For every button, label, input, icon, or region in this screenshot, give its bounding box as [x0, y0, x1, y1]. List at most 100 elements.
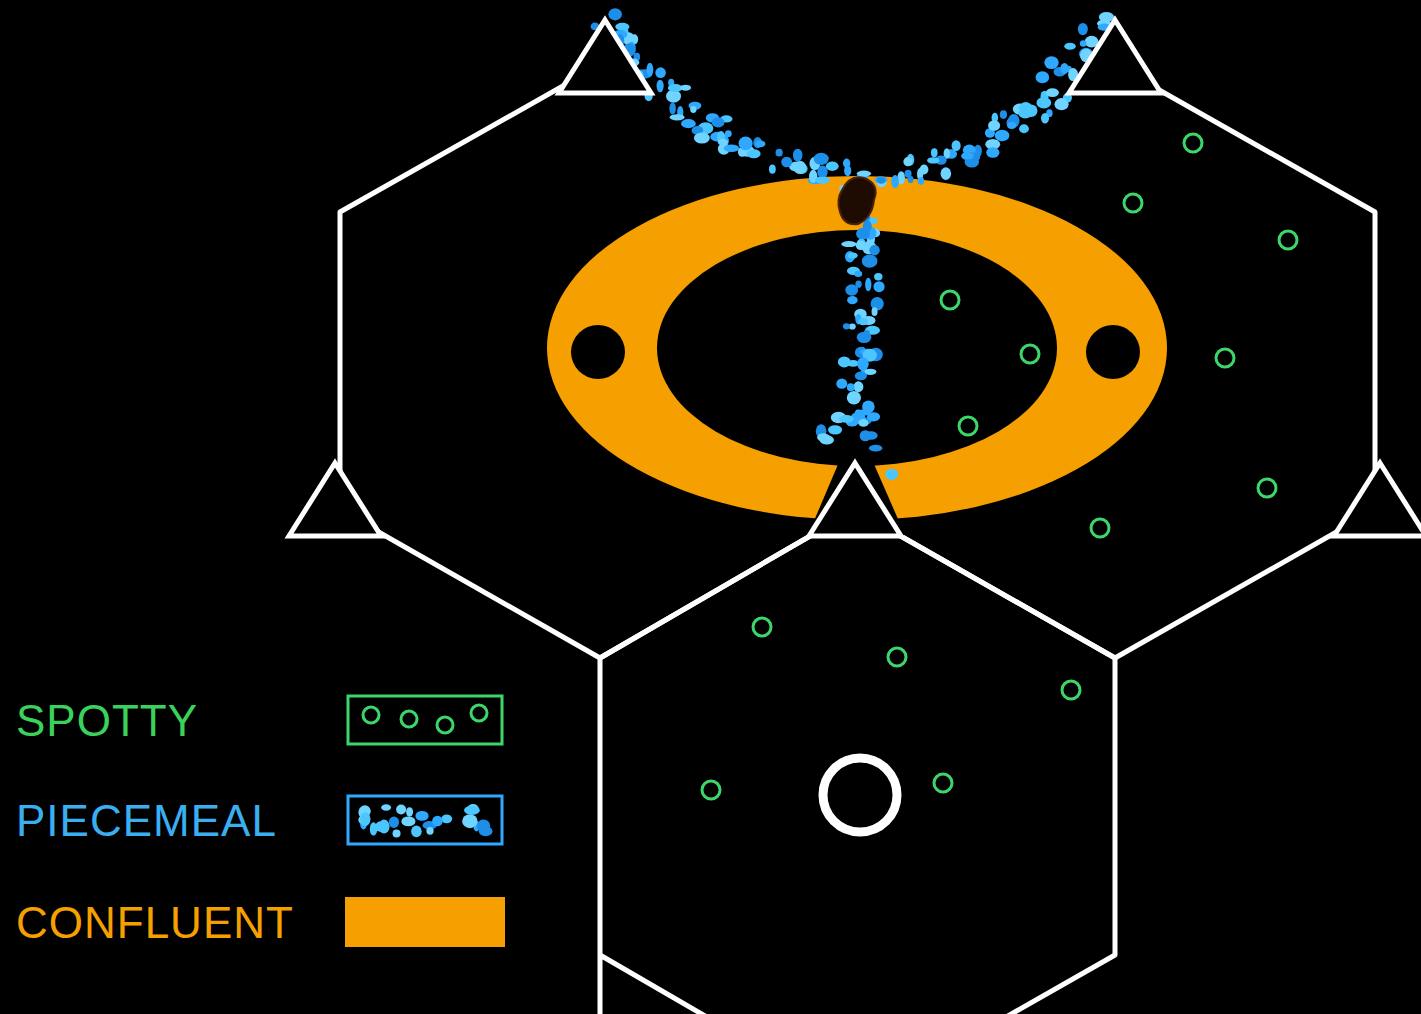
piecemeal-dot [739, 137, 753, 151]
portal-triangle [1334, 463, 1421, 536]
legend-sample [345, 693, 505, 747]
spotty-focus [1279, 231, 1297, 249]
piecemeal-dot [724, 145, 739, 153]
central-vein [823, 758, 897, 832]
piecemeal-dot [769, 165, 776, 174]
piecemeal-dot [670, 114, 685, 120]
piecemeal-dot [847, 391, 861, 405]
lobule-outlines [340, 65, 1375, 1014]
legend-swatch [345, 895, 505, 949]
legend-label: SPOTTY [16, 695, 198, 747]
spotty-focus [1216, 349, 1234, 367]
lobule-border [340, 65, 855, 658]
piecemeal-dot [869, 445, 882, 452]
spotty-focus [959, 417, 977, 435]
legend-label: PIECEMEAL [16, 795, 277, 847]
piecemeal-dot [844, 165, 851, 176]
piecemeal-dot [820, 435, 834, 444]
spotty-focus [702, 781, 720, 799]
piecemeal-dot [855, 371, 867, 380]
piecemeal-dot [793, 149, 802, 162]
piecemeal-dot [1046, 88, 1059, 97]
legend-entry: CONFLUENT [0, 895, 520, 951]
piecemeal-dot [988, 120, 1000, 131]
piecemeal-dot [858, 419, 868, 427]
sample-dot [464, 806, 480, 815]
sample-dot [477, 820, 490, 833]
piecemeal-dot [891, 175, 899, 188]
sample-dot [396, 804, 406, 814]
sample-dot [401, 816, 415, 826]
sample-focus [471, 705, 487, 721]
spotty-focus [1062, 681, 1080, 699]
piecemeal-dot [841, 241, 856, 247]
piecemeal-dot [1041, 113, 1049, 123]
sample-dot [415, 811, 428, 821]
piecemeal-dot [1064, 43, 1076, 50]
piecemeal-dot [781, 157, 792, 168]
piecemeal-dot [828, 425, 842, 434]
portal-triangle [1069, 20, 1161, 93]
spotty-focus [1258, 479, 1276, 497]
piecemeal-dot [694, 132, 710, 143]
piecemeal-dot [875, 176, 888, 183]
piecemeal-necrosis-dots [591, 8, 1114, 480]
piecemeal-dot [857, 171, 871, 177]
piecemeal-dot [1006, 117, 1018, 128]
piecemeal-dot [857, 357, 869, 370]
piecemeal-dot [814, 153, 829, 165]
piecemeal-dot [907, 176, 913, 183]
piecemeal-dot [1036, 71, 1050, 83]
piecemeal-dot [869, 245, 879, 256]
piecemeal-dot [1019, 124, 1029, 133]
piecemeal-dot [847, 383, 855, 391]
sample-dot [441, 814, 452, 823]
piecemeal-dot [1054, 98, 1068, 110]
spotty-necrosis-foci [702, 134, 1297, 799]
sample-dot [378, 820, 389, 834]
legend-entry: PIECEMEAL [0, 793, 520, 849]
sample-dot [432, 816, 443, 827]
piecemeal-dot [836, 379, 847, 389]
spotty-focus [934, 774, 952, 792]
piecemeal-dot [873, 281, 884, 292]
swatch-fill [345, 897, 505, 947]
sample-dot [406, 807, 413, 816]
piecemeal-dot [867, 412, 880, 421]
piecemeal-dot [961, 152, 977, 160]
piecemeal-dot [1078, 23, 1088, 35]
piecemeal-dot [1019, 102, 1032, 114]
sample-dot [426, 827, 433, 835]
spotty-focus [1021, 345, 1039, 363]
piecemeal-dot [647, 63, 654, 77]
spotty-focus [941, 291, 959, 309]
piecemeal-dot [927, 157, 939, 163]
piecemeal-dot [655, 67, 666, 78]
piecemeal-dot [885, 469, 898, 480]
sample-dot [393, 829, 401, 837]
piecemeal-dot [941, 167, 952, 180]
sample-focus [363, 707, 379, 723]
portal-triangle [559, 20, 651, 93]
lobule-border [855, 65, 1375, 658]
lobule-border [600, 510, 1115, 1014]
piecemeal-dot [776, 149, 783, 157]
piecemeal-dot [1044, 56, 1058, 69]
sample-dot [389, 817, 399, 828]
piecemeal-dot [747, 149, 761, 158]
portal-triangle [289, 463, 381, 536]
piecemeal-dot [1007, 122, 1016, 129]
sample-dot [462, 814, 477, 828]
piecemeal-dot [848, 252, 858, 258]
band-gap [808, 455, 905, 535]
piecemeal-dot [712, 117, 725, 127]
portal-triangle [809, 463, 901, 536]
piecemeal-dot [952, 140, 961, 151]
sample-dot [411, 826, 422, 838]
piecemeal-dot [856, 241, 866, 250]
sample-focus [437, 717, 453, 733]
spotty-focus [888, 648, 906, 666]
legend-sample [345, 793, 505, 847]
piecemeal-dot [874, 273, 882, 280]
